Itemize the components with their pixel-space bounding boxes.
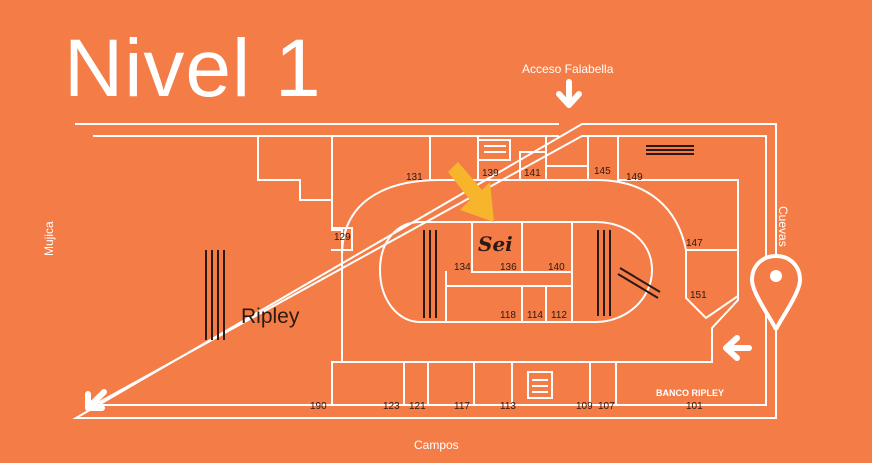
left-arrow-icon	[723, 335, 752, 361]
unit-112[interactable]: 112	[551, 310, 567, 321]
unit-107[interactable]: 107	[598, 401, 615, 412]
island-cells	[445, 221, 573, 323]
unit-149[interactable]: 149	[626, 172, 643, 183]
diagonal-arrow-icon	[85, 389, 107, 411]
floor-title: Nivel 1	[64, 23, 322, 114]
unit-117[interactable]: 117	[454, 401, 470, 412]
street-bottom: Campos	[414, 438, 459, 452]
unit-101[interactable]: 101	[686, 401, 703, 412]
top-shops	[429, 135, 739, 251]
unit-147[interactable]: 147	[686, 238, 703, 249]
anchor-store-ripley[interactable]: Ripley	[241, 305, 300, 328]
unit-114[interactable]: 114	[527, 310, 543, 321]
location-pin-icon	[749, 253, 803, 331]
unit-123[interactable]: 123	[383, 401, 400, 412]
right-corridor	[711, 249, 739, 363]
unit-131[interactable]: 131	[406, 172, 423, 183]
highlight-arrow-icon	[448, 162, 494, 222]
ring-corridor-inner	[378, 221, 654, 323]
escalator-icon	[205, 145, 694, 340]
unit-121[interactable]: 121	[409, 401, 426, 412]
bottom-shops	[341, 361, 713, 406]
bank-label[interactable]: BANCO RIPLEY	[656, 388, 725, 398]
stairs-icon	[484, 145, 548, 393]
down-arrow-icon	[556, 79, 582, 108]
unit-141[interactable]: 141	[524, 168, 541, 179]
shop-129	[331, 227, 353, 251]
street-right: Cuevas	[776, 206, 790, 247]
unit-134[interactable]: 134	[454, 262, 471, 273]
street-left: Mujica	[42, 221, 56, 256]
unit-129[interactable]: 129	[334, 232, 351, 243]
ring-corridor-outer	[340, 179, 687, 363]
unit-140[interactable]: 140	[548, 262, 565, 273]
unit-118[interactable]: 118	[500, 310, 516, 321]
unit-151[interactable]: 151	[690, 290, 707, 301]
unit-109[interactable]: 109	[576, 401, 593, 412]
outer-wall	[72, 123, 777, 419]
unit-139[interactable]: 139	[482, 168, 499, 179]
store-logo-sei[interactable]: Sei	[478, 232, 513, 256]
street-top: Acceso Falabella	[522, 62, 614, 76]
unit-145[interactable]: 145	[594, 166, 611, 177]
unit-113[interactable]: 113	[500, 401, 516, 412]
unit-190[interactable]: 190	[310, 401, 327, 412]
store-block-top-left	[257, 135, 333, 201]
unit-136[interactable]: 136	[500, 262, 517, 273]
